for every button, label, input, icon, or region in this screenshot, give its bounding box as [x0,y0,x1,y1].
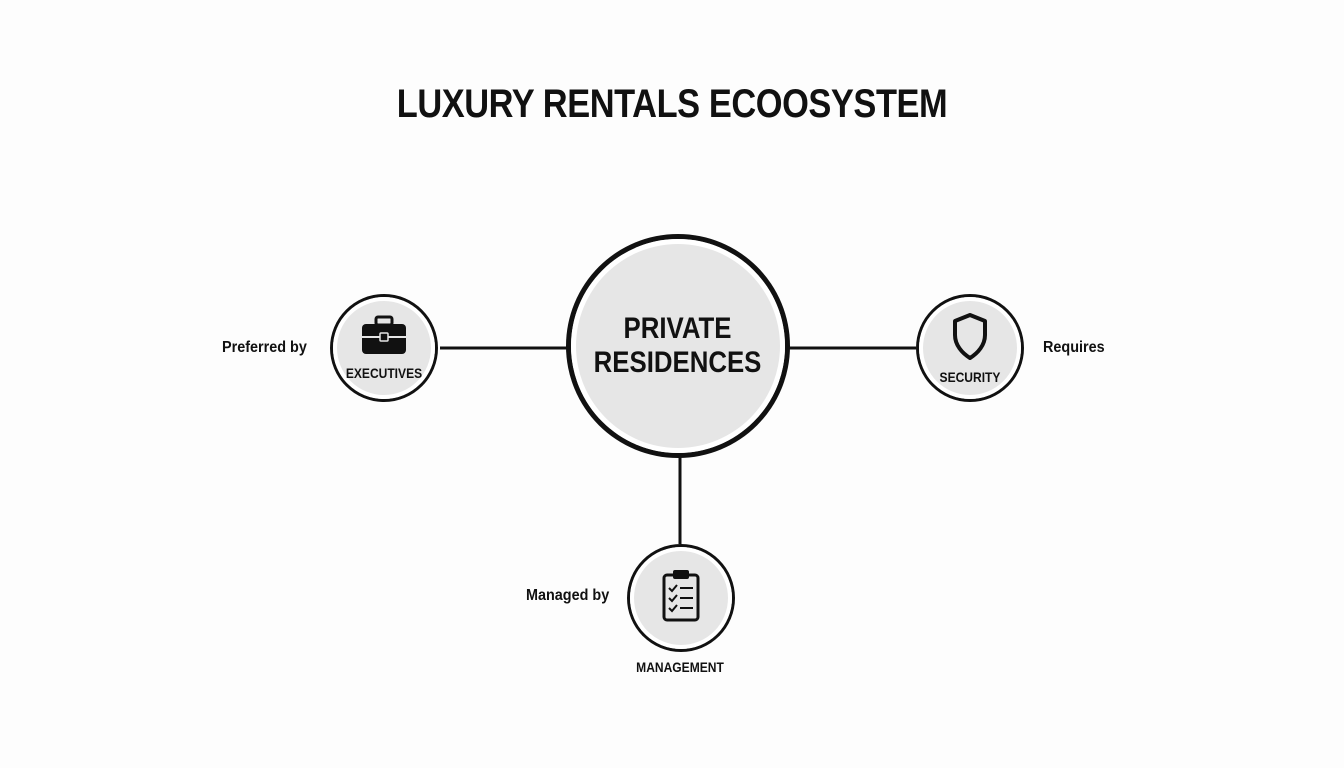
center-node-private-residences: PRIVATE RESIDENCES [571,239,785,453]
node-management [630,547,732,649]
shield-icon [950,311,990,366]
node-security-label: SECURITY [939,369,1001,385]
relation-label-management: Managed by [526,587,610,604]
center-label-line2: RESIDENCES [594,346,762,379]
center-node-label: PRIVATE RESIDENCES [594,312,762,380]
node-management-label: MANAGEMENT [636,659,724,675]
center-label-line1: PRIVATE [623,312,732,345]
node-executives: EXECUTIVES [333,297,435,399]
clipboard-checklist-icon [660,567,702,628]
briefcase-icon [360,315,408,362]
relation-label-security: Requires [1043,339,1105,356]
diagram-title: LUXURY RENTALS ECOOSYSTEM [396,82,948,126]
node-executives-label: EXECUTIVES [345,365,423,381]
node-security: SECURITY [919,297,1021,399]
relation-label-executives: Preferred by [222,339,307,356]
